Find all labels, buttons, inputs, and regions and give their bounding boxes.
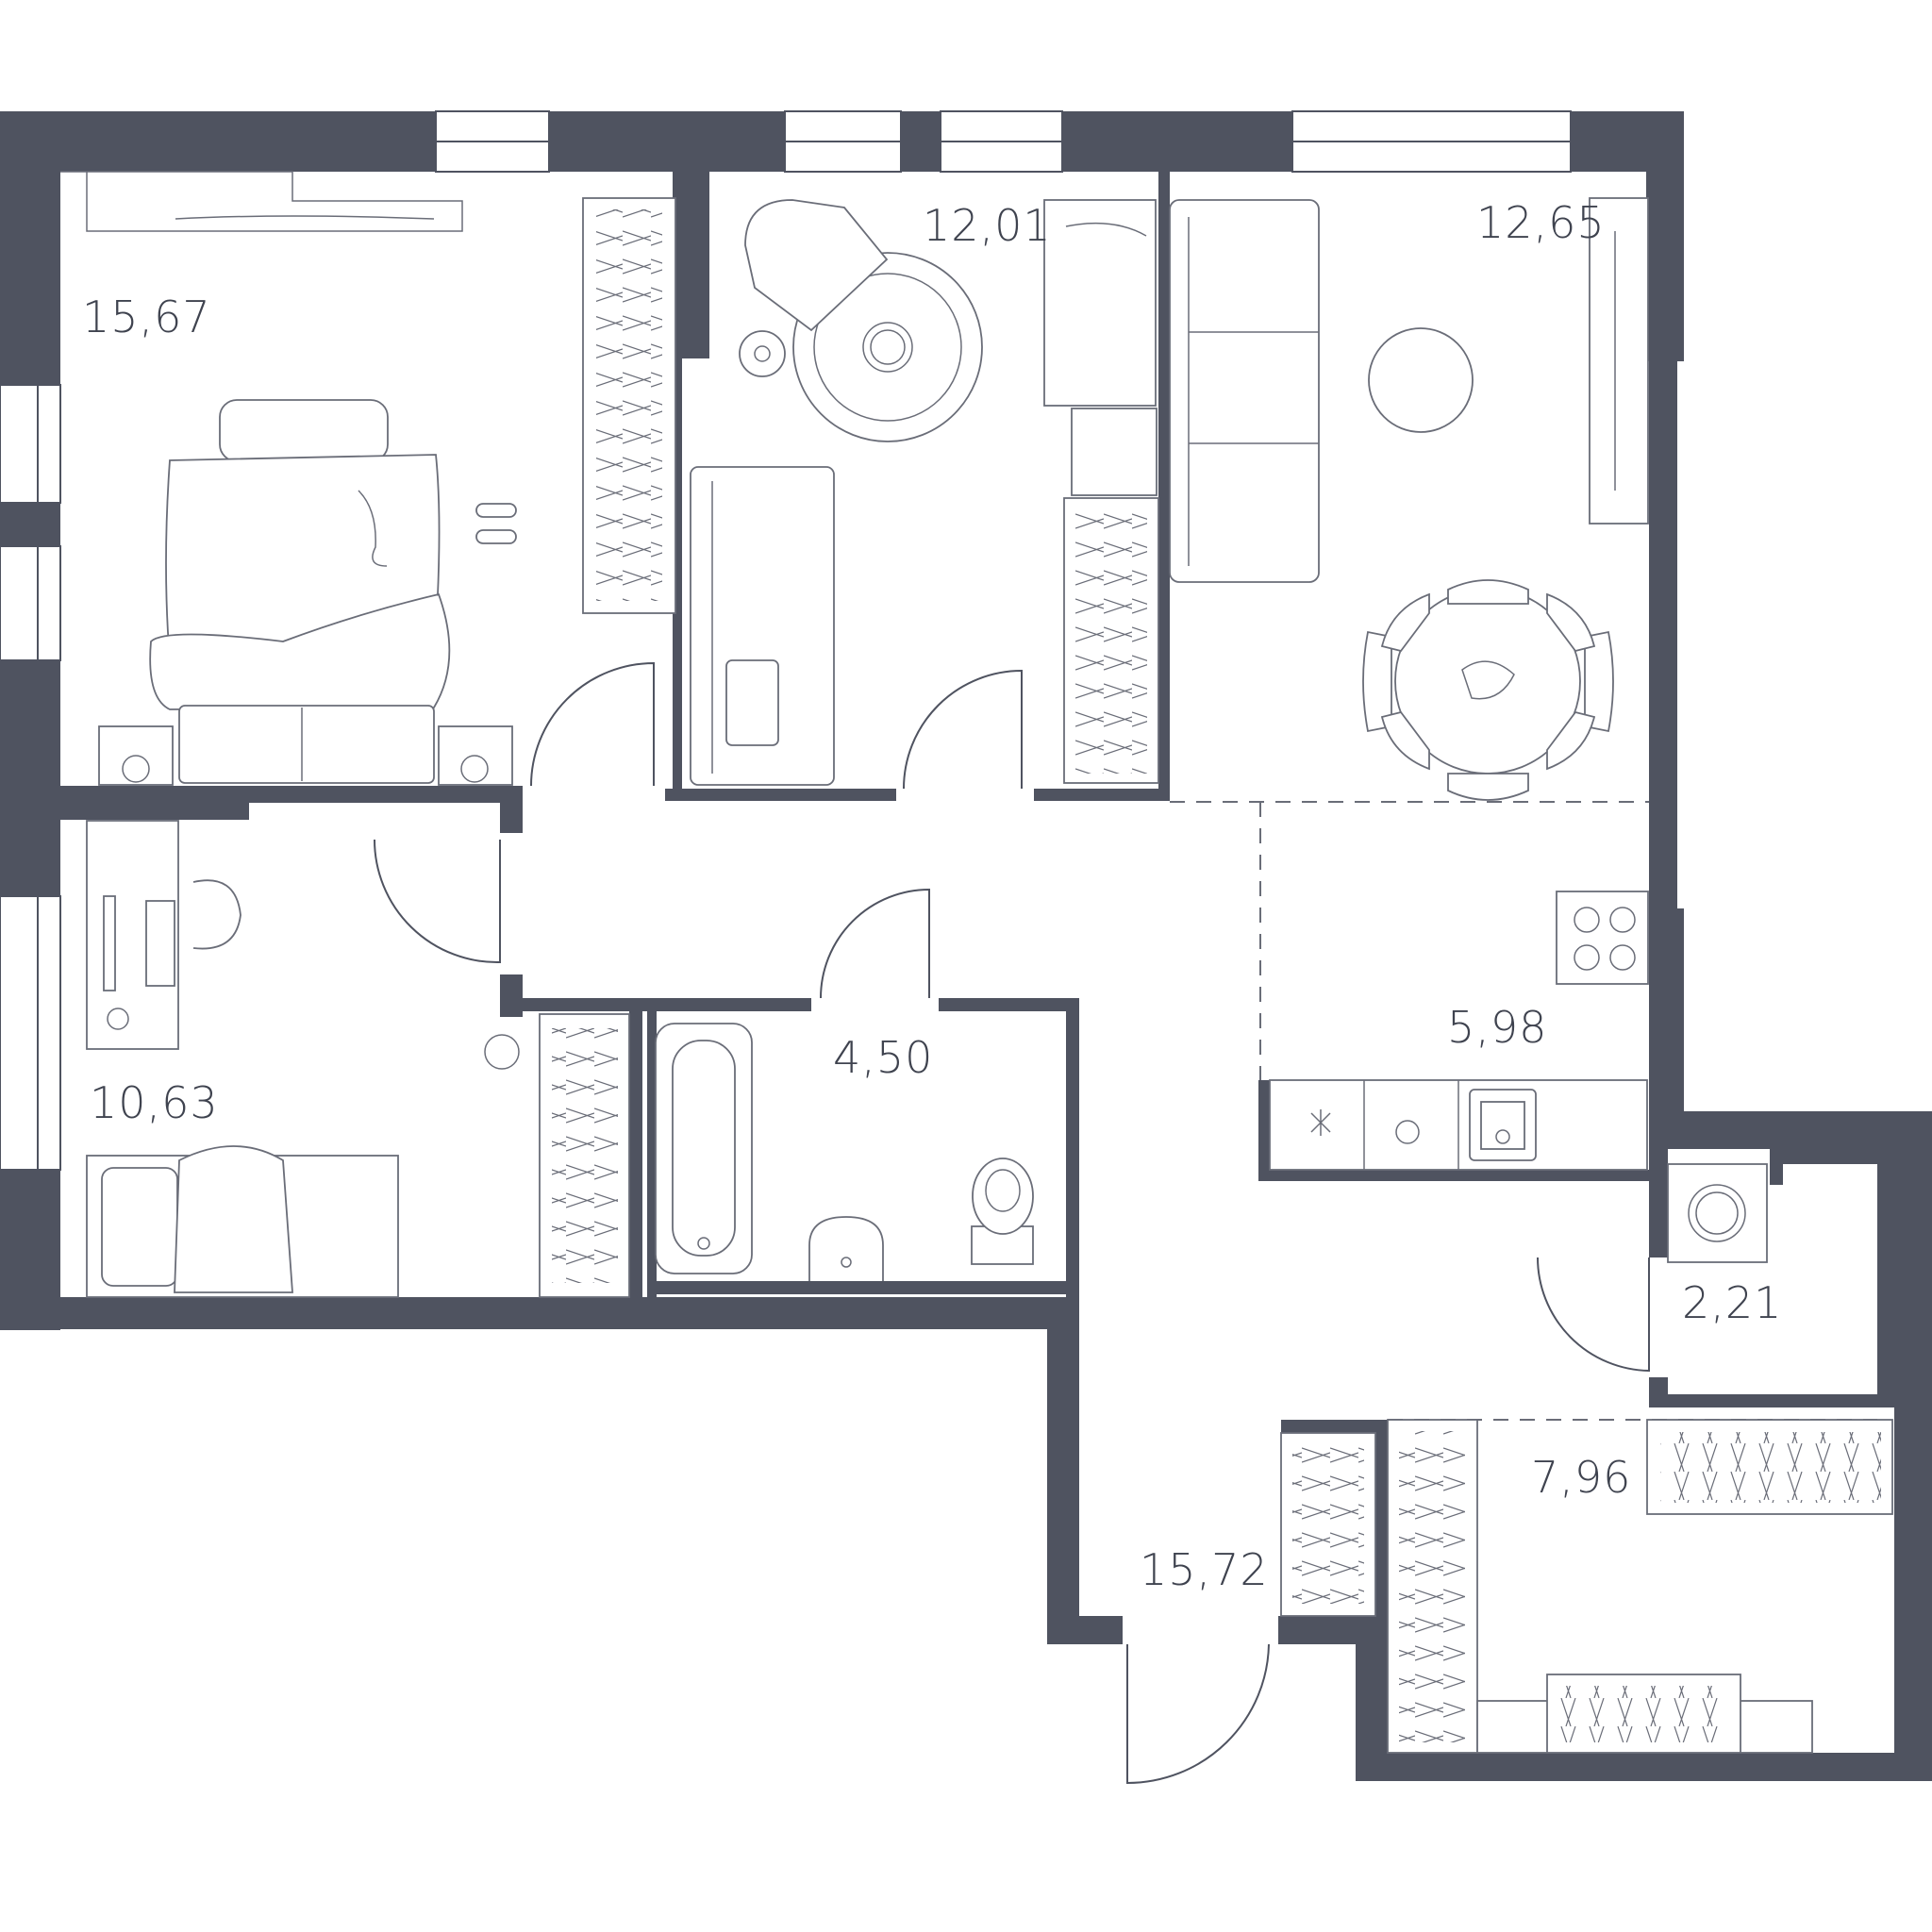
area-label-living-room: 12,65 [1476, 197, 1606, 248]
area-label-master-bedroom: 15,67 [82, 291, 211, 342]
laundry-fixtures [1667, 1163, 1768, 1263]
master-bedroom-furniture [60, 171, 676, 786]
area-label-bathroom: 4,50 [833, 1032, 933, 1083]
area-label-laundry: 2,21 [1682, 1277, 1782, 1328]
area-label-hall-storage: 7,96 [1531, 1452, 1631, 1503]
kitchen-furniture [1269, 891, 1649, 1171]
area-label-child-bedroom: 12,01 [923, 200, 1052, 251]
windows [0, 110, 1572, 1171]
area-labels: 15,67 12,01 12,65 10,63 4,50 5,98 2,21 7… [82, 197, 1782, 1595]
hall-storage-furniture [1280, 1419, 1893, 1754]
bathroom-fixtures [655, 1023, 1034, 1281]
doors [374, 661, 1650, 1785]
outer-walls [0, 111, 1932, 1781]
area-label-corridor: 15,72 [1140, 1544, 1269, 1595]
area-label-small-bedroom: 10,63 [90, 1077, 219, 1128]
living-room-furniture [1169, 197, 1649, 801]
small-bedroom-furniture [86, 820, 630, 1298]
child-bedroom-furniture [690, 199, 1159, 786]
interior-walls [60, 172, 1894, 1616]
area-label-kitchen: 5,98 [1447, 1002, 1547, 1053]
